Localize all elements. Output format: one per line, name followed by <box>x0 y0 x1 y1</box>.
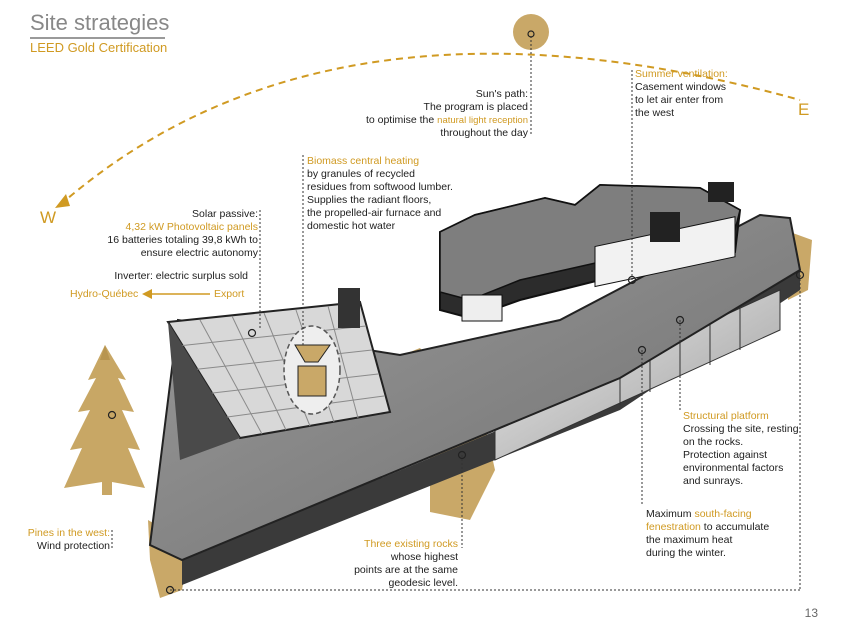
leader-dot <box>627 275 637 285</box>
leader-dot <box>107 410 117 420</box>
summer-ventilation-annotation: Summer ventilation: Casement windows to … <box>635 68 728 119</box>
page-subtitle: LEED Gold Certification <box>30 40 168 55</box>
rooftop-unit <box>650 212 680 242</box>
leader-dot <box>457 450 467 460</box>
window-west <box>461 294 503 322</box>
furnace-icon <box>297 365 327 397</box>
direction-west: W <box>40 208 57 227</box>
platform-underside <box>182 270 800 585</box>
export-arrow-icon <box>142 289 210 299</box>
leader-dot <box>637 345 647 355</box>
pine-tree-icon <box>64 345 145 495</box>
biomass-annotation: Biomass central heating by granules of r… <box>307 155 453 232</box>
south-facing-annotation: Maximum south-facing fenestration to acc… <box>646 508 770 559</box>
sun-icon <box>513 14 549 50</box>
sun-path-annotation: Sun's path: The program is placed to opt… <box>365 88 528 139</box>
inverter-annotation: Inverter: electric surplus sold <box>114 270 248 282</box>
pines-annotation: Pines in the west: Wind protection <box>27 527 110 552</box>
leader-dot <box>247 328 257 338</box>
export-label: Export <box>214 288 245 300</box>
hydro-quebec-label: Hydro-Québec <box>70 288 139 300</box>
page-title: Site strategies <box>30 10 170 35</box>
sun-path-arc <box>59 52 801 206</box>
title-rule <box>30 37 165 39</box>
leader-dot <box>165 585 175 595</box>
leader-dot <box>675 315 685 325</box>
direction-east: E <box>798 100 810 119</box>
leader-dot <box>795 270 805 280</box>
solar-annotation: Solar passive: 4,32 kW Photovoltaic pane… <box>107 208 258 259</box>
sun-path-arrow-icon <box>55 194 70 208</box>
rocks-annotation: Three existing rocks whose highest point… <box>354 538 458 589</box>
page-number: 13 <box>804 606 818 620</box>
chimney-west <box>338 288 360 328</box>
structural-platform-annotation: Structural platform Crossing the site, r… <box>683 410 799 487</box>
